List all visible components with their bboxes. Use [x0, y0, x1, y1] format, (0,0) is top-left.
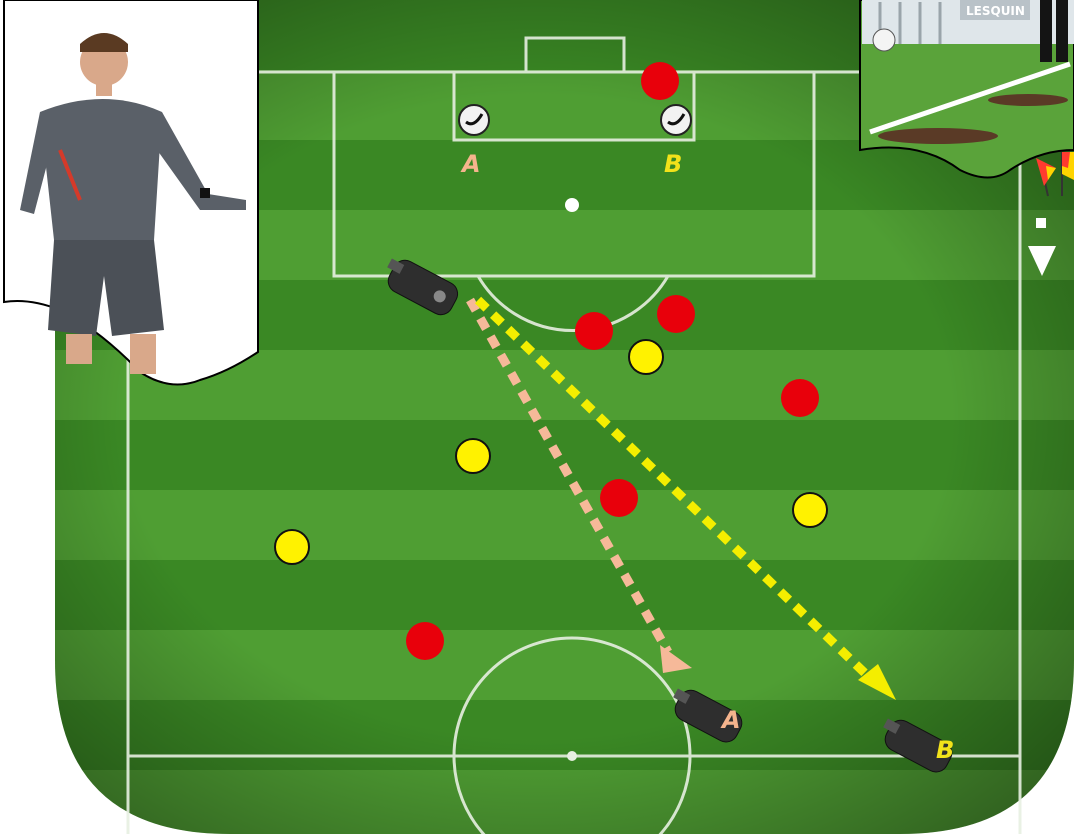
red-player	[406, 622, 444, 660]
red-player	[575, 312, 613, 350]
referee-photo	[4, 0, 258, 385]
whistle-label-a: A	[720, 706, 741, 734]
yellow-player	[793, 493, 827, 527]
marker-dot	[1036, 218, 1046, 228]
red-player	[781, 379, 819, 417]
penalty-label-a: A	[460, 150, 481, 178]
red-player	[600, 479, 638, 517]
red-player	[657, 295, 695, 333]
yellow-player	[456, 439, 490, 473]
centre-spot	[567, 751, 577, 761]
penalty-spot	[565, 198, 579, 212]
red-player	[641, 62, 679, 100]
yellow-player	[275, 530, 309, 564]
yellow-player	[629, 340, 663, 374]
ball-icon-b	[661, 105, 691, 135]
ball-icon-a	[459, 105, 489, 135]
penalty-label-b: B	[664, 150, 682, 178]
whistle-label-b: B	[936, 736, 954, 764]
inset-banner: LESQUIN	[966, 4, 1025, 18]
